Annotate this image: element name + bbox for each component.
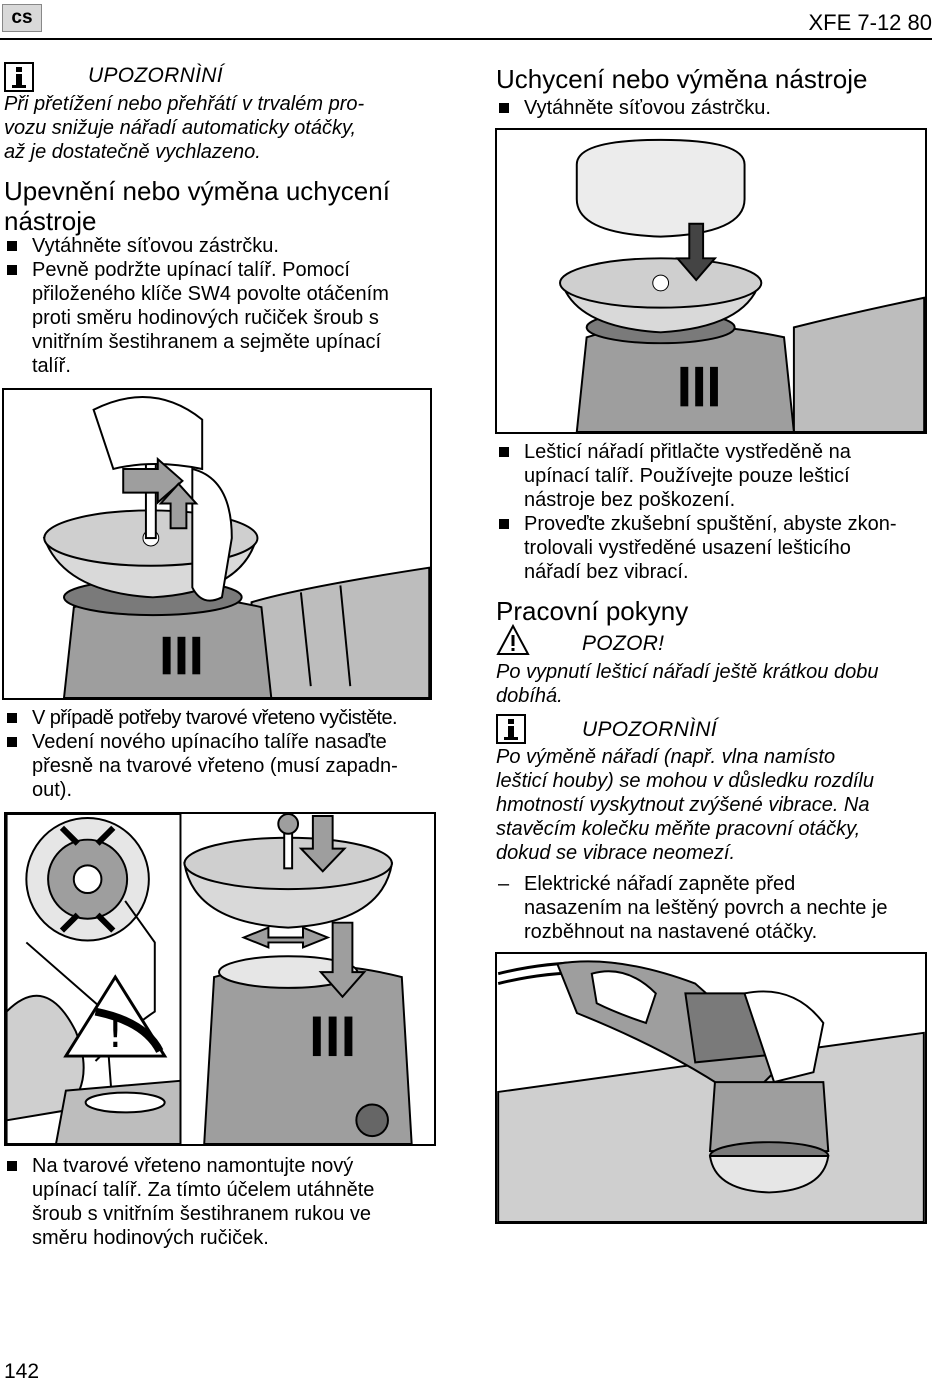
model-name: XFE 7-12 80 (808, 10, 932, 35)
figure-remove-pad (2, 388, 432, 700)
list-item: V případě potřeby tvarové vřeteno vyčist… (4, 706, 444, 730)
header-rule (0, 38, 932, 40)
info-icon (496, 714, 532, 744)
warning-text: Po vypnutí lešticí nářadí ještě krátkou … (496, 661, 879, 707)
dash-list: Elektrické nářadí zapněte před nasazením… (496, 872, 936, 944)
warning-triangle-icon (496, 623, 530, 656)
list-item: Vytáhněte síťovou zástrčku. (496, 96, 936, 120)
warning-title: POZOR! (582, 632, 665, 655)
list-item: Elektrické nářadí zapněte před nasazením… (496, 872, 936, 944)
figure-polishing (495, 952, 927, 1224)
figure-mount-sponge (495, 128, 927, 434)
list-item: Proveďte zkušební spuštění, abyste zkon-… (496, 512, 936, 584)
list-item: Lešticí nářadí přitlačte vystředěně na u… (496, 440, 936, 512)
instruction-list-2: V případě potřeby tvarové vřeteno vyčist… (4, 706, 444, 802)
section-title-work: Pracovní pokyny (496, 596, 689, 626)
note-text: Při přetížení nebo přehřátí v trvalém pr… (4, 93, 365, 163)
instruction-list-5: Lešticí nářadí přitlačte vystředěně na u… (496, 440, 936, 584)
language-tag: cs (2, 4, 42, 32)
page-number: 142 (4, 1360, 40, 1383)
note-title: UPOZORNÌNÍ (88, 64, 223, 87)
list-item: Pevně podržte upínací talíř. Pomocí přil… (4, 258, 444, 378)
instruction-list: Vytáhněte síťovou zástrčku. Pevně podržt… (4, 234, 444, 378)
figure-install-pad: ! (4, 812, 436, 1146)
section-title-mount: Upevnění nebo výměna uchycení nástroje (4, 176, 390, 236)
instruction-list-4: Vytáhněte síťovou zástrčku. (496, 96, 936, 120)
list-item: Vedení nového upínacího talíře nasaďte p… (4, 730, 444, 802)
note-text: Po výměně nářadí (např. vlna namísto leš… (496, 746, 874, 864)
instruction-list-3: Na tvarové vřeteno namontujte nový upína… (4, 1154, 444, 1250)
info-icon (4, 62, 40, 92)
list-item: Na tvarové vřeteno namontujte nový upína… (4, 1154, 444, 1250)
list-item: Vytáhněte síťovou zástrčku. (4, 234, 444, 258)
note-title: UPOZORNÌNÍ (582, 718, 717, 741)
section-title-tool: Uchycení nebo výměna nástroje (496, 64, 868, 94)
